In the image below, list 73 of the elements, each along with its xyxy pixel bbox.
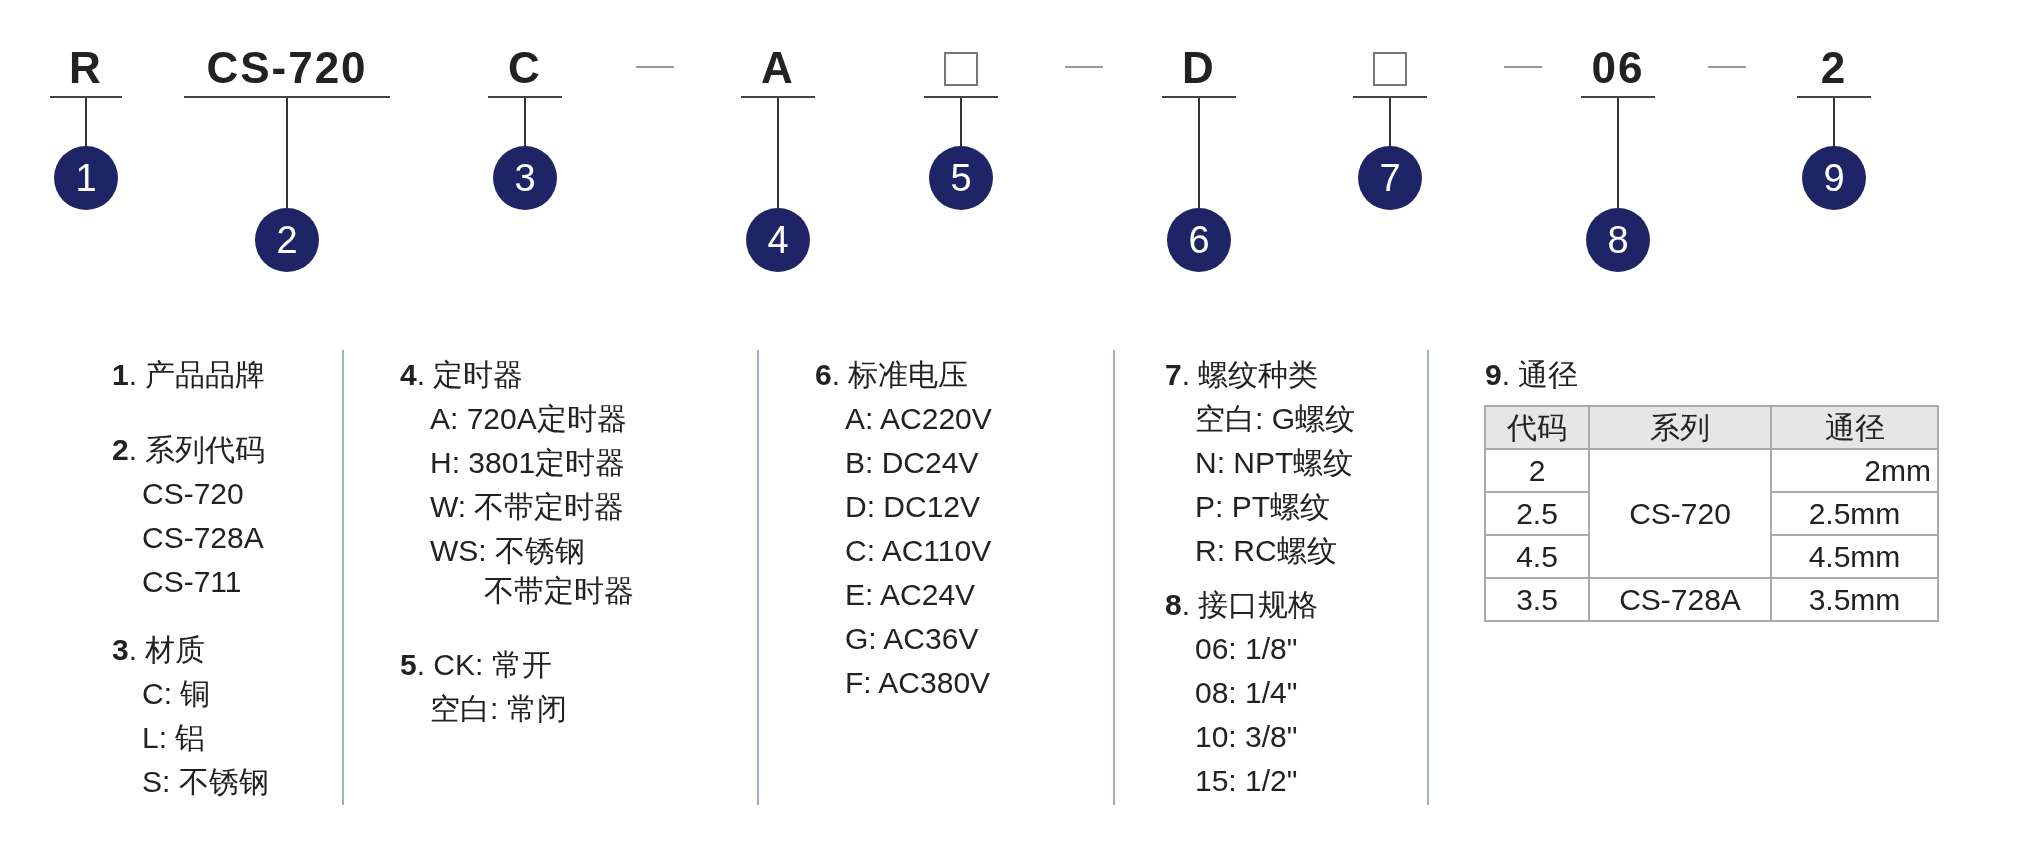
table-cell: 3.5	[1485, 578, 1589, 621]
option-text: WS: 不锈钢不带定时器	[430, 533, 635, 609]
option-text: 10: 3/8"	[1195, 719, 1298, 755]
option-text: P: PT螺纹	[1195, 489, 1330, 525]
option-text: F: AC380V	[845, 665, 991, 701]
option-text: 06: 1/8"	[1195, 631, 1298, 667]
callout-number: 6	[1167, 208, 1231, 272]
leader-line	[524, 97, 526, 147]
code-segment: 06	[1581, 40, 1655, 98]
callout-number: 5	[929, 146, 993, 210]
option-text: N: NPT螺纹	[1195, 445, 1354, 481]
table-cell: 2mm	[1771, 449, 1938, 492]
section-heading: 3. 材质	[112, 632, 206, 668]
leader-line	[1617, 97, 1619, 209]
table-cell: 4.5	[1485, 535, 1589, 578]
leader-line	[286, 97, 288, 209]
code-segment: A	[741, 40, 815, 98]
option-text: CS-720	[142, 476, 244, 512]
table-cell: 2.5	[1485, 492, 1589, 535]
code-segment: C	[488, 40, 562, 98]
callout-number: 3	[493, 146, 557, 210]
option-text: R: RC螺纹	[1195, 533, 1337, 569]
table-cell: 2.5mm	[1771, 492, 1938, 535]
section-heading: 8. 接口规格	[1165, 587, 1319, 623]
option-text: W: 不带定时器	[430, 489, 625, 525]
leader-line	[85, 97, 87, 147]
leader-line	[1389, 97, 1391, 147]
header-cell: 通径	[1771, 406, 1938, 449]
leader-line	[777, 97, 779, 209]
table-cell: 3.5mm	[1771, 578, 1938, 621]
option-text: A: AC220V	[845, 401, 992, 437]
code-segment: D	[1162, 40, 1236, 98]
option-text: 空白: G螺纹	[1195, 401, 1355, 437]
section-heading: 1. 产品品牌	[112, 357, 266, 393]
leader-line	[960, 97, 962, 147]
option-text: E: AC24V	[845, 577, 976, 613]
callout-number: 8	[1586, 208, 1650, 272]
callout-number: 4	[746, 208, 810, 272]
section-heading: 7. 螺纹种类	[1165, 357, 1319, 393]
callout-number: 2	[255, 208, 319, 272]
callout-number: 9	[1802, 146, 1866, 210]
leader-line	[1833, 97, 1835, 147]
option-text: A: 720A定时器	[430, 401, 627, 437]
code-segment: R	[50, 40, 122, 98]
header-cell: 代码	[1485, 406, 1589, 449]
section-heading: 5. CK: 常开	[400, 647, 552, 683]
option-text: 08: 1/4"	[1195, 675, 1298, 711]
table-cell: 2	[1485, 449, 1589, 492]
option-text: B: DC24V	[845, 445, 979, 481]
table-cell: 4.5mm	[1771, 535, 1938, 578]
option-text: 空白: 常闭	[430, 691, 567, 727]
option-text: H: 3801定时器	[430, 445, 626, 481]
callout-number: 1	[54, 146, 118, 210]
option-text: CS-711	[142, 564, 242, 600]
section-heading: 6. 标准电压	[815, 357, 969, 393]
option-text: CS-728A	[142, 520, 264, 556]
section-heading: 2. 系列代码	[112, 432, 266, 468]
option-text: D: DC12V	[845, 489, 981, 525]
option-text: S: 不锈钢	[142, 764, 269, 800]
section-heading: 4. 定时器	[400, 357, 524, 393]
option-text: G: AC36V	[845, 621, 979, 657]
table-cell: CS-728A	[1589, 578, 1771, 621]
option-text: C: AC110V	[845, 533, 992, 569]
code-segment: 2	[1797, 40, 1871, 98]
section-heading: 9. 通径	[1485, 357, 1579, 393]
table-cell: CS-720	[1589, 449, 1771, 578]
option-text: C: 铜	[142, 676, 211, 712]
leader-line	[1198, 97, 1200, 209]
option-text: L: 铝	[142, 720, 206, 756]
code-segment: CS-720	[184, 40, 390, 98]
header-cell: 系列	[1589, 406, 1771, 449]
callout-number: 7	[1358, 146, 1422, 210]
option-text: 15: 1/2"	[1195, 763, 1298, 799]
